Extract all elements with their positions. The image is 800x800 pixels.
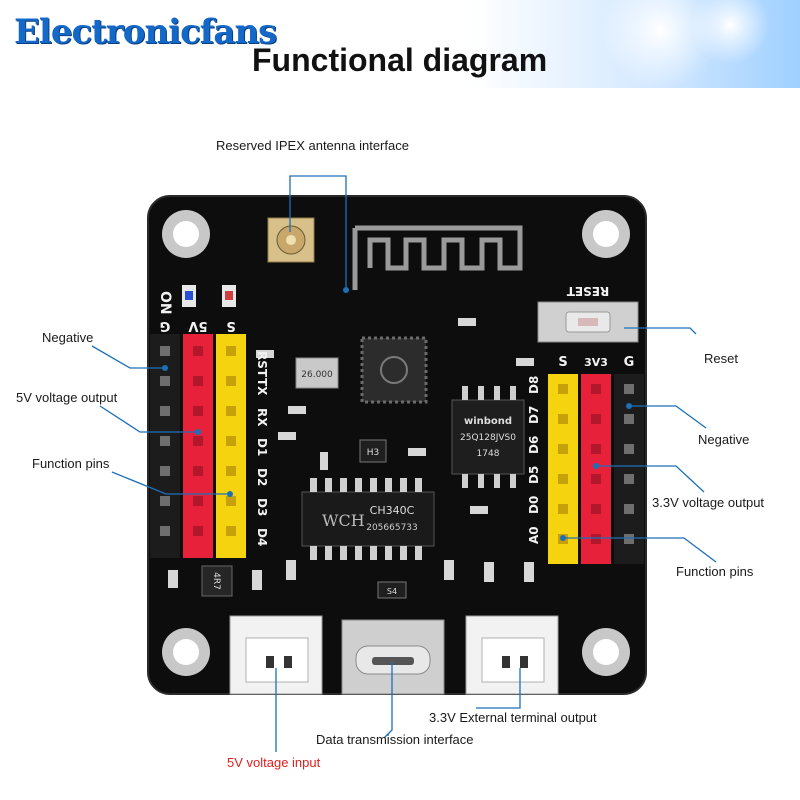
inductor: 4R7 [201, 565, 233, 597]
usb-serial-chip: WCH CH340C 205665733 [301, 478, 435, 560]
svg-text:WCH: WCH [322, 511, 365, 530]
right-header-labels: S 3V3 G [558, 355, 634, 370]
function-pins-right-callout-line [563, 537, 717, 563]
svg-text:D8: D8 [527, 376, 541, 394]
negative-left-callout: Negative [42, 330, 94, 345]
negative-right-callout: Negative [698, 432, 750, 447]
svg-text:S: S [226, 318, 235, 333]
smd-components [168, 318, 534, 590]
svg-text:H3: H3 [367, 448, 380, 458]
mounting-holes [162, 210, 630, 676]
reset-button [537, 301, 639, 343]
brand-logo: Electronicfans [14, 12, 277, 52]
s4-diode: S4 [377, 581, 407, 599]
svg-text:winbond: winbond [464, 416, 512, 427]
v5-input-callout: 5V voltage input [227, 755, 321, 770]
left-pin-labels: RST TX RX D1 D2 D3 D4 [255, 351, 269, 546]
svg-text:205665733: 205665733 [366, 523, 418, 533]
v33-output-callout-line [596, 465, 705, 493]
negative-right-callout-line [629, 405, 707, 429]
svg-text:G: G [624, 355, 635, 370]
v5-output-callout-line [99, 405, 198, 433]
svg-text:D4: D4 [255, 528, 269, 546]
svg-text:3V3: 3V3 [584, 356, 608, 369]
callout-lines [91, 175, 717, 752]
power-led [182, 285, 236, 307]
ext-terminal-callout: 3.3V External terminal output [429, 710, 597, 725]
svg-text:4R7: 4R7 [211, 572, 221, 590]
jst-connector-3v3-output [465, 615, 559, 695]
svg-text:S4: S4 [387, 587, 397, 596]
callout-dots [162, 287, 632, 541]
v33-output-callout: 3.3V voltage output [652, 495, 765, 510]
svg-text:S: S [558, 355, 567, 370]
data-interface-callout-line [383, 662, 393, 739]
data-interface-callout: Data transmission interface [316, 732, 474, 747]
svg-text:5V: 5V [188, 318, 207, 333]
reset-callout-line [624, 327, 697, 335]
reset-silkscreen: RESET [566, 284, 609, 298]
function-pins-left-callout-line [111, 471, 230, 495]
svg-text:D5: D5 [527, 466, 541, 484]
reset-callout: Reset [704, 351, 738, 366]
svg-text:D3: D3 [255, 498, 269, 516]
svg-text:RX: RX [255, 408, 269, 427]
h3-regulator: H3 [359, 439, 387, 463]
svg-text:RST: RST [255, 351, 269, 378]
on-label: ON [157, 291, 173, 315]
svg-text:1748: 1748 [477, 449, 500, 459]
svg-text:A0: A0 [527, 526, 541, 544]
svg-text:D7: D7 [527, 406, 541, 424]
page-title: Functional diagram [252, 42, 548, 78]
svg-text:G: G [160, 318, 171, 333]
left-pin-header [150, 334, 246, 558]
usb-c-port [341, 619, 445, 695]
crystal-oscillator: 26.000 [295, 357, 339, 389]
antenna-callout: Reserved IPEX antenna interface [216, 138, 409, 153]
function-pins-left-callout: Function pins [32, 456, 110, 471]
svg-text:25Q128JVS0: 25Q128JVS0 [460, 433, 516, 443]
svg-text:D0: D0 [527, 496, 541, 514]
header-banner [0, 0, 800, 90]
ipex-connector [267, 217, 315, 263]
svg-text:D2: D2 [255, 468, 269, 486]
pcb-antenna-trace [352, 225, 523, 290]
svg-text:D6: D6 [527, 436, 541, 454]
svg-text:D1: D1 [255, 438, 269, 456]
svg-text:TX: TX [255, 378, 269, 396]
antenna-callout-line [289, 175, 347, 290]
lens-flare [690, 0, 770, 65]
svg-text:CH340C: CH340C [370, 504, 415, 517]
svg-text:26.000: 26.000 [301, 370, 333, 380]
function-pins-right-callout: Function pins [676, 564, 754, 579]
negative-left-callout-line [91, 345, 165, 369]
esp8266-chip [360, 336, 428, 404]
left-header-labels: G 5V S [160, 318, 236, 333]
right-pin-labels: D8 D7 D6 D5 D0 A0 [527, 376, 541, 544]
v5-output-callout: 5V voltage output [16, 390, 118, 405]
flash-chip: winbond 25Q128JVS0 1748 [451, 386, 525, 488]
ext-terminal-callout-line [476, 668, 521, 709]
